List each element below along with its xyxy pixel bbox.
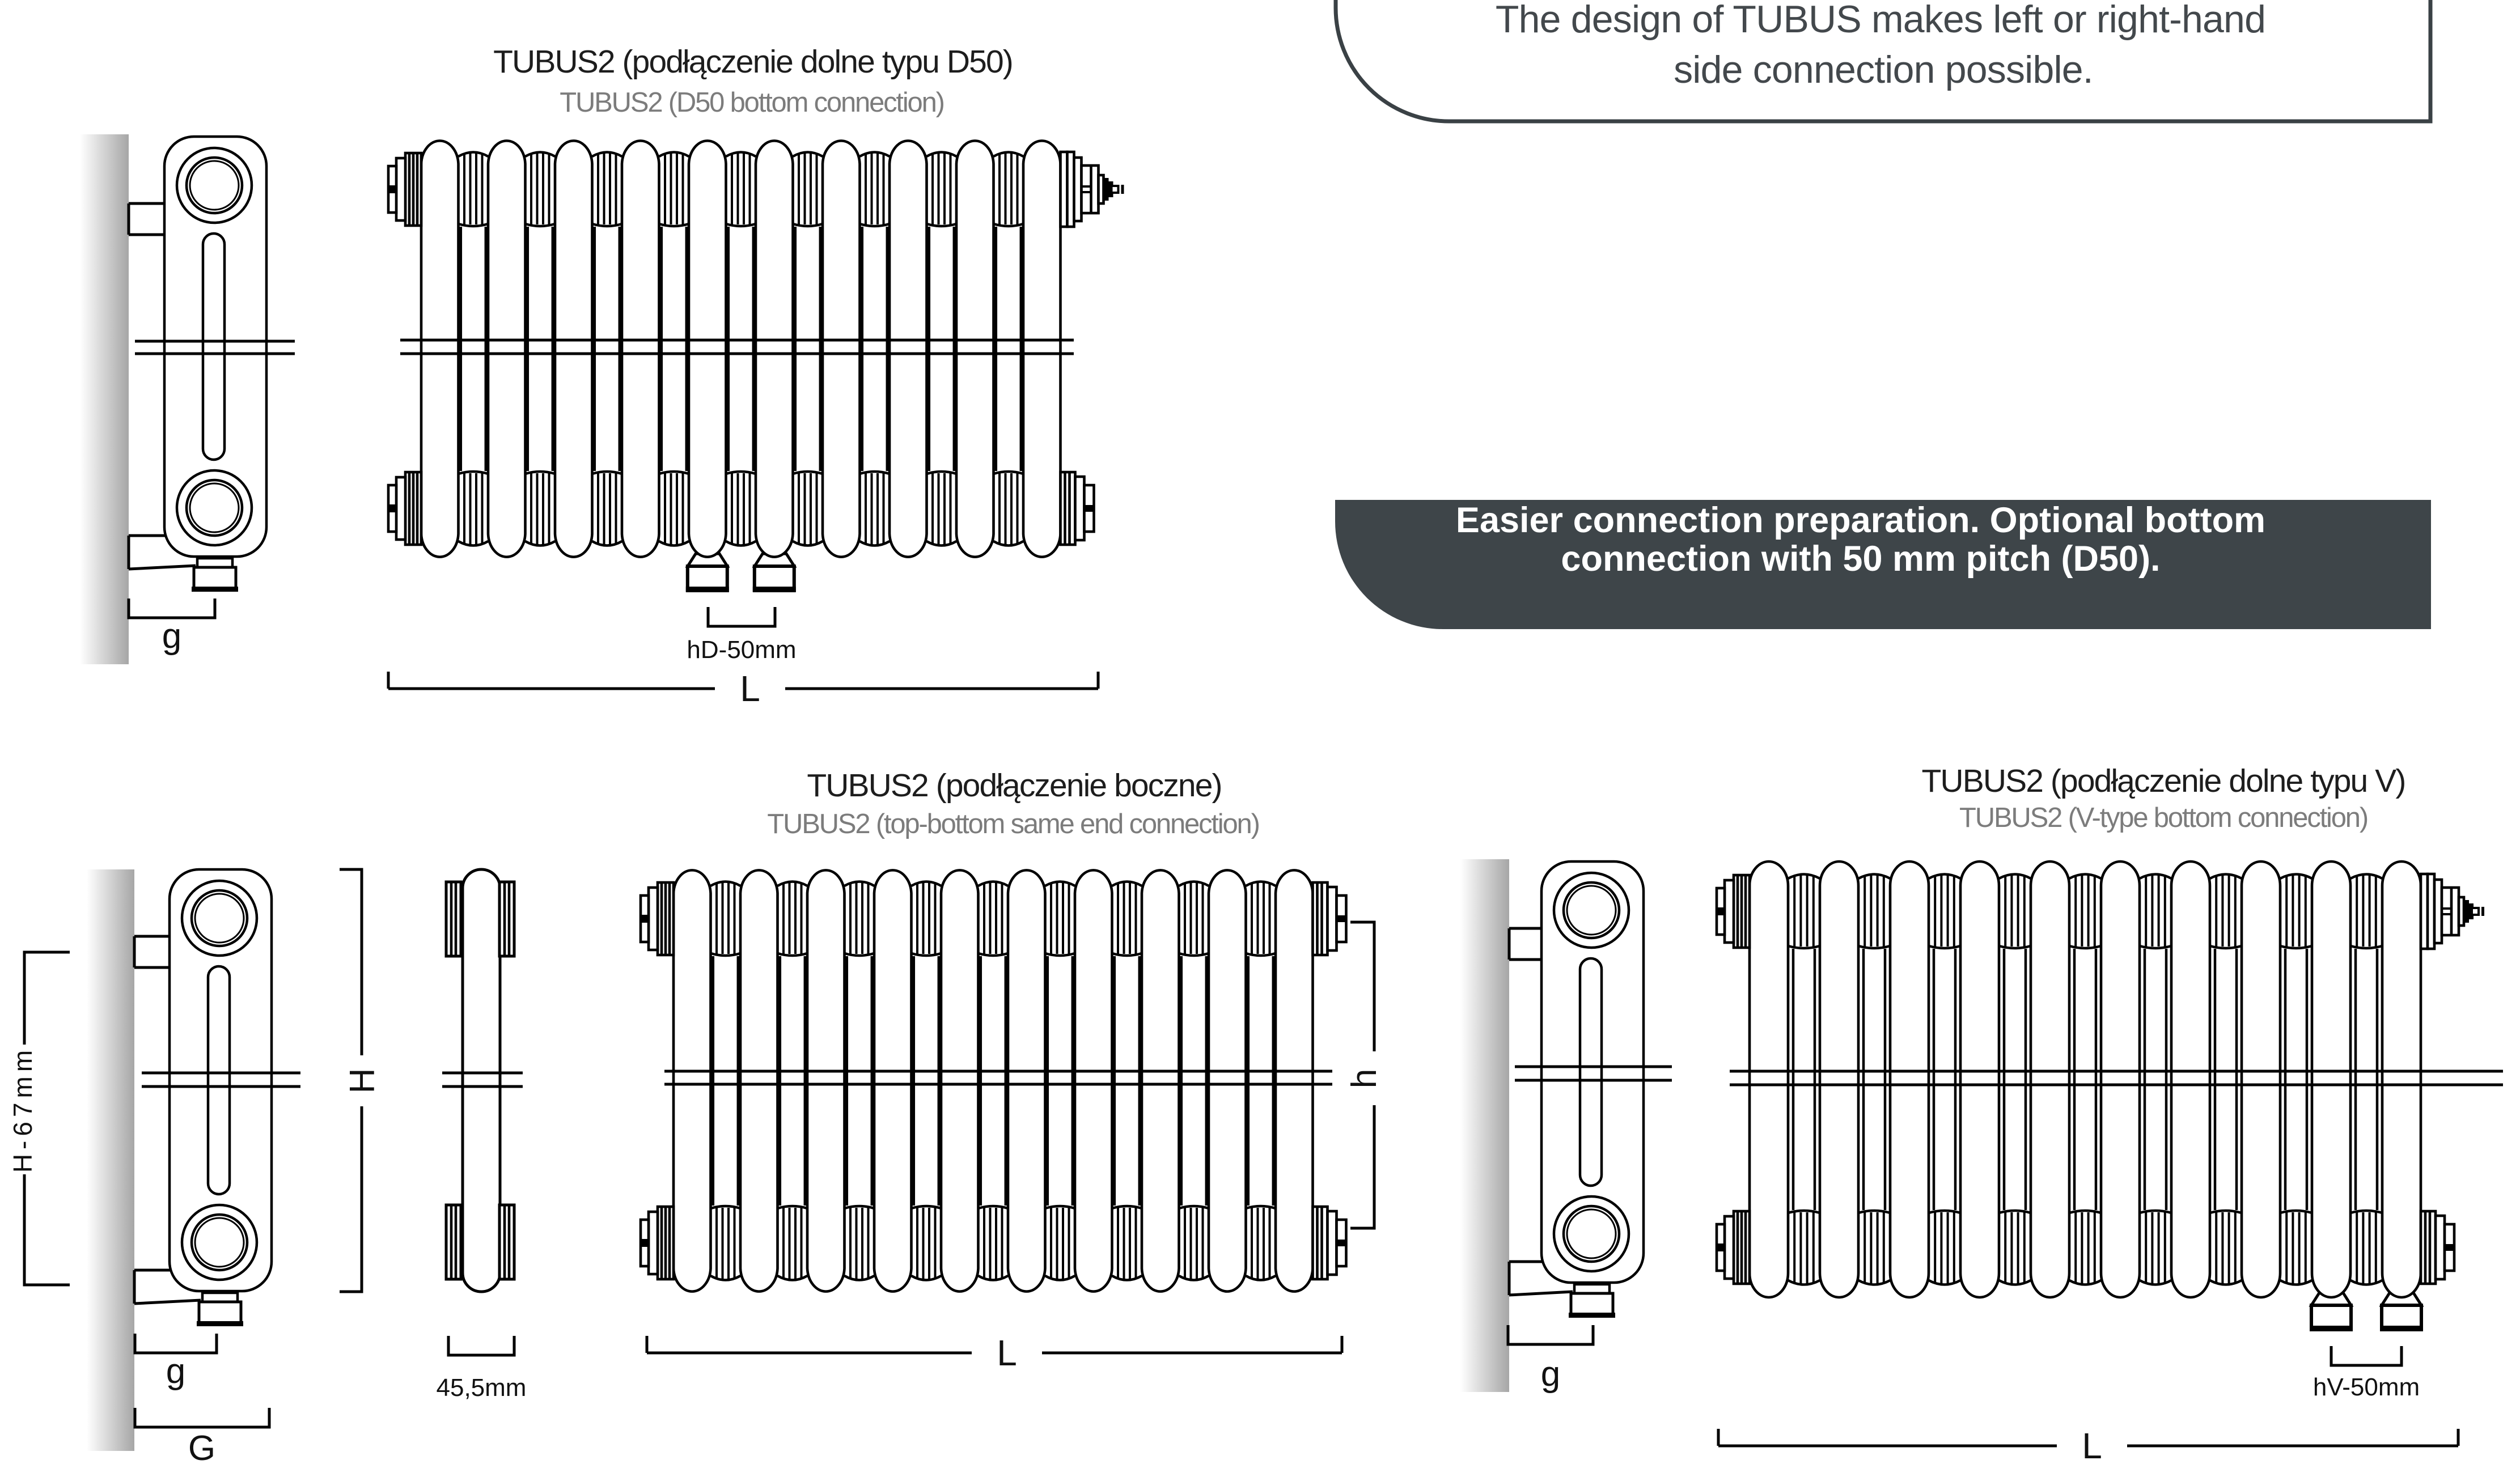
svg-text:hV-50mm: hV-50mm — [2313, 1373, 2420, 1401]
svg-text:g: g — [166, 1352, 185, 1391]
svg-text:TUBUS2 (podłączenie dolne typu: TUBUS2 (podłączenie dolne typu V) — [1922, 763, 2405, 799]
svg-text:TUBUS2 (podłączenie dolne typu: TUBUS2 (podłączenie dolne typu D50) — [493, 44, 1013, 80]
svg-text:connection with 50 mm pitch (D: connection with 50 mm pitch (D50). — [1561, 539, 2160, 579]
svg-text:The design of TUBUS makes left: The design of TUBUS makes left or right-… — [1496, 0, 2265, 41]
svg-text:TUBUS2 (V-type bottom connecti: TUBUS2 (V-type bottom connection) — [1959, 803, 2367, 833]
svg-text:g: g — [162, 617, 181, 656]
svg-text:TUBUS2 (top-bottom same end co: TUBUS2 (top-bottom same end connection) — [767, 809, 1259, 839]
svg-text:hD-50mm: hD-50mm — [687, 636, 796, 664]
svg-text:side connection possible.: side connection possible. — [1674, 48, 2093, 91]
svg-text:TUBUS2 (podłączenie boczne): TUBUS2 (podłączenie boczne) — [807, 767, 1221, 804]
svg-text:H-67mm: H-67mm — [8, 1046, 37, 1173]
svg-text:L: L — [2082, 1425, 2102, 1466]
svg-text:TUBUS2 (D50 bottom connection): TUBUS2 (D50 bottom connection) — [560, 87, 944, 118]
svg-text:H: H — [343, 1068, 382, 1094]
svg-text:G: G — [188, 1429, 215, 1468]
svg-text:Easier connection preparation.: Easier connection preparation. Optional … — [1456, 500, 2265, 540]
svg-text:h: h — [1345, 1069, 1384, 1088]
svg-text:L: L — [997, 1332, 1017, 1373]
svg-text:L: L — [740, 668, 760, 709]
svg-text:45,5mm: 45,5mm — [437, 1374, 527, 1402]
svg-text:g: g — [1541, 1355, 1560, 1394]
